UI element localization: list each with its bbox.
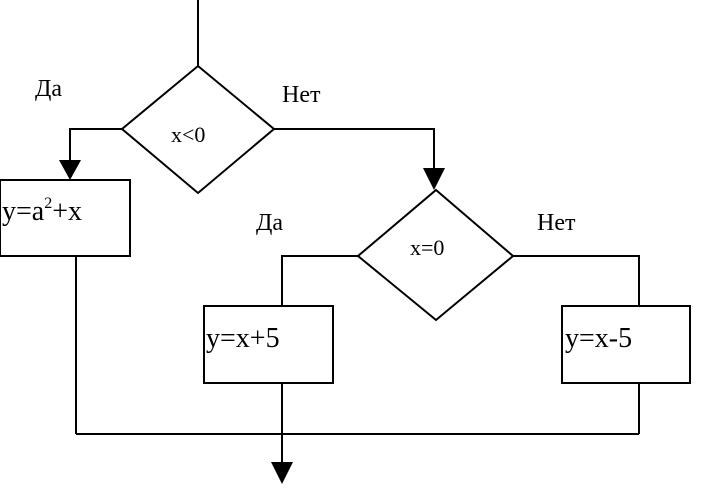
process-label-y-x-plus-5: y=x+5 — [206, 323, 280, 354]
no-label-2: Нет — [537, 210, 576, 236]
decision-label-x-less-0: x<0 — [171, 122, 206, 147]
process-label-y-a2-plus-x: y=a2+x — [2, 195, 83, 227]
process-1-exponent: 2 — [44, 195, 53, 212]
yes-label-2: Да — [256, 210, 284, 236]
no-label-1: Нет — [282, 82, 321, 108]
process-box-y-x-minus-5 — [561, 305, 691, 384]
process-label-y-x-minus-5: y=x-5 — [565, 323, 633, 354]
arrow-head-down — [423, 168, 445, 190]
yes-label-1: Да — [35, 76, 63, 102]
process-box-y-a2-plus-x — [0, 179, 131, 257]
no-branch-line-2 — [513, 255, 640, 306]
decision-diamond-x-equals-0 — [356, 188, 515, 322]
arrow-head-down — [271, 462, 293, 484]
no-branch-line-1 — [274, 128, 435, 170]
process-1-suffix: +x — [52, 196, 83, 227]
decision-diamond-x-less-0 — [120, 64, 276, 195]
arrow-head-down — [59, 160, 81, 180]
yes-branch-line-2 — [281, 255, 358, 306]
yes-branch-line-1 — [69, 128, 122, 162]
process-1-prefix: y=a — [2, 196, 45, 227]
process-box-y-x-plus-5 — [203, 305, 334, 384]
decision-label-x-equals-0: x=0 — [410, 235, 445, 260]
